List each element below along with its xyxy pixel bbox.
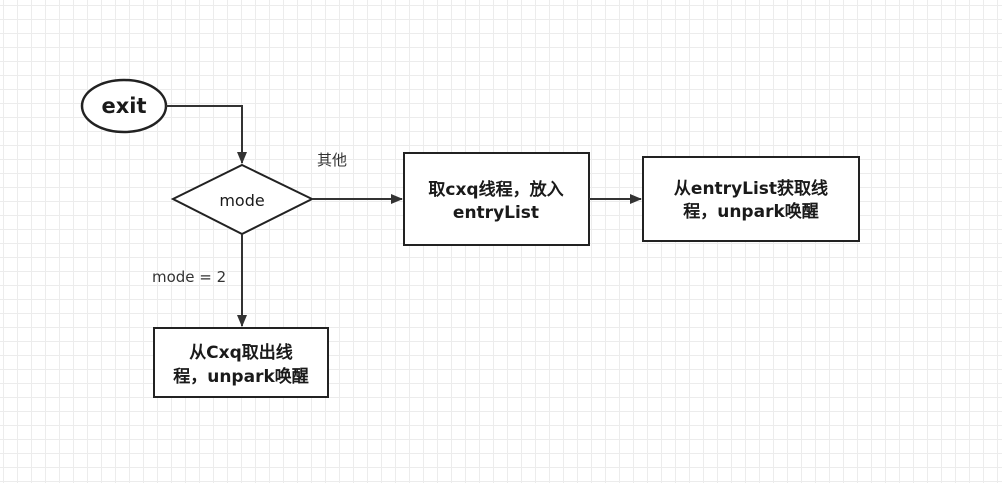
start-node-label: exit <box>101 94 146 118</box>
box-take-cxq[interactable]: 取cxq线程，放入 entryList <box>403 152 590 246</box>
box-from-cxq-line2: 程，unpark唤醒 <box>173 366 309 387</box>
edge-label-other: 其他 <box>317 151 347 169</box>
box-take-cxq-line2: entryList <box>453 203 539 223</box>
box-from-entrylist[interactable]: 从entryList获取线 程，unpark唤醒 <box>642 156 860 242</box>
connector-exit-to-mode <box>166 105 247 164</box>
box-from-cxq-line1: 从Cxq取出线 <box>189 342 293 363</box>
decision-node-label: mode <box>219 191 264 210</box>
start-node[interactable]: exit <box>80 78 168 134</box>
decision-node[interactable]: mode <box>170 163 315 236</box>
box-from-entrylist-line2: 程，unpark唤醒 <box>683 201 819 222</box>
edge-label-mode-2: mode = 2 <box>152 268 226 286</box>
box-from-entrylist-line1: 从entryList获取线 <box>674 178 828 199</box>
box-take-cxq-line1: 取cxq线程，放入 <box>428 179 563 200</box>
box-from-cxq[interactable]: 从Cxq取出线 程，unpark唤醒 <box>153 327 329 398</box>
